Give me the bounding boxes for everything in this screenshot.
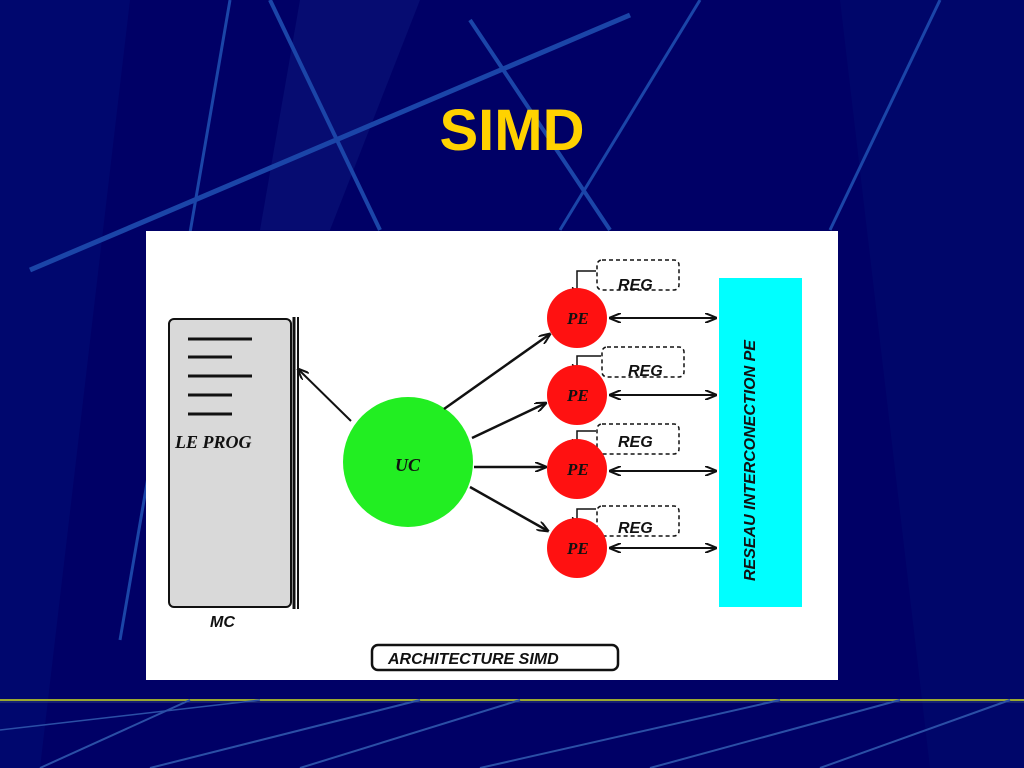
processing-element: REG PE	[547, 423, 716, 499]
memory-label: MC	[210, 614, 235, 631]
uc-to-memory-arrow	[298, 369, 352, 422]
pe-label: PE	[566, 539, 589, 558]
memory-box	[168, 318, 292, 608]
processing-element: REG PE	[547, 259, 716, 348]
register-box	[601, 346, 685, 378]
register-box	[596, 423, 680, 455]
pe-label: PE	[566, 309, 589, 328]
register-label: REG	[618, 277, 653, 294]
register-label: REG	[618, 434, 653, 451]
pe-label: PE	[566, 386, 589, 405]
pe-circle	[547, 365, 607, 425]
network-label: RESEAU INTERCONECTION PE	[742, 339, 759, 581]
simd-architecture-diagram: LE PROG MC UC REG PE REG	[168, 259, 802, 672]
slide-title: SIMD	[439, 98, 585, 163]
uc-to-pe-arrow	[469, 485, 548, 531]
network-bar	[719, 278, 802, 607]
interconnection-network: RESEAU INTERCONECTION PE	[719, 278, 802, 607]
diagram-panel: LE PROG MC UC REG PE REG	[146, 231, 838, 680]
caption-text: ARCHITECTURE SIMD	[387, 651, 559, 668]
program-label: LE PROG	[174, 432, 252, 452]
register-link	[577, 508, 596, 521]
uc-circle	[343, 397, 473, 527]
uc-to-pe-arrow	[471, 403, 546, 440]
register-label: REG	[618, 520, 653, 537]
register-label: REG	[628, 363, 663, 380]
pe-circle	[547, 518, 607, 578]
diagram-caption: ARCHITECTURE SIMD	[370, 643, 620, 672]
uc-to-pe-arrow	[443, 334, 550, 411]
processing-element: REG PE	[547, 505, 716, 578]
pe-circle	[547, 439, 607, 499]
register-link	[577, 270, 596, 291]
caption-box	[370, 643, 620, 672]
processing-element: REG PE	[547, 346, 716, 425]
control-unit: UC	[343, 397, 473, 527]
uc-label: UC	[395, 455, 421, 475]
register-box	[596, 259, 680, 291]
register-link	[577, 355, 601, 368]
memory-block: LE PROG MC	[168, 317, 299, 631]
pe-label: PE	[566, 460, 589, 479]
pe-circle	[547, 288, 607, 348]
register-box	[596, 505, 680, 537]
